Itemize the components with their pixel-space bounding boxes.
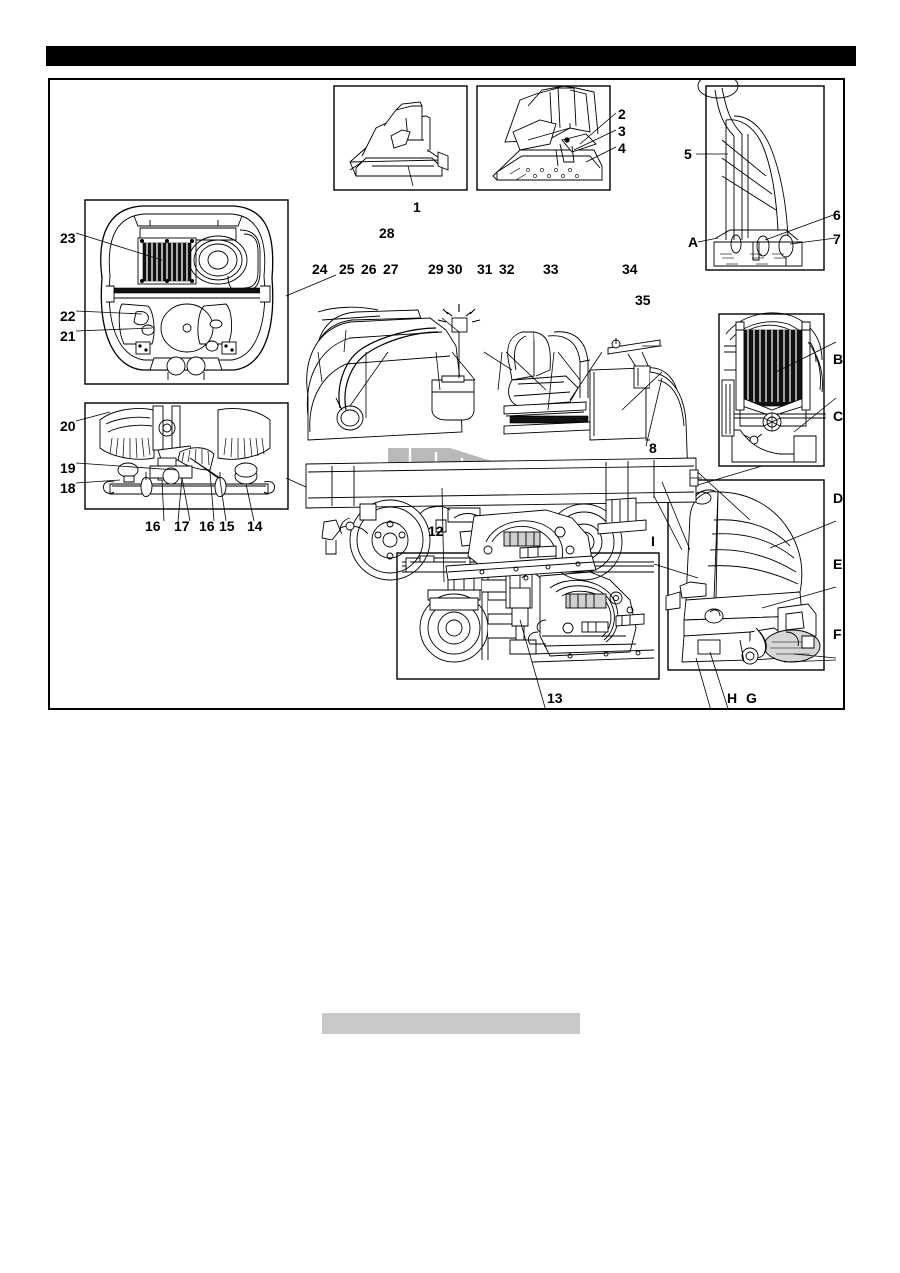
callout-label-H: H bbox=[727, 690, 738, 706]
callout-label-5: 5 bbox=[684, 146, 692, 162]
panel-seat-rail-inset bbox=[333, 85, 468, 191]
callout-label-21: 21 bbox=[60, 328, 76, 344]
callout-label-13: 13 bbox=[547, 690, 563, 706]
callout-label-4: 4 bbox=[618, 140, 626, 156]
callout-label-18: 18 bbox=[60, 480, 76, 496]
diagram-frame bbox=[48, 78, 845, 710]
callout-label-26: 26 bbox=[361, 261, 377, 277]
panel-machine-rear-inset bbox=[653, 431, 837, 708]
callout-label-12: 12 bbox=[428, 523, 444, 539]
callout-label-33: 33 bbox=[543, 261, 559, 277]
callout-label-23: 23 bbox=[60, 230, 76, 246]
panel-tank-top-inset bbox=[75, 199, 337, 385]
callout-label-32: 32 bbox=[499, 261, 515, 277]
diagram-canvas bbox=[75, 80, 837, 708]
callout-label-16-right: 16 bbox=[199, 518, 215, 534]
callout-label-E: E bbox=[833, 556, 843, 572]
panel-radiator-inset bbox=[653, 312, 837, 499]
callout-label-20: 20 bbox=[60, 418, 76, 434]
callout-label-3: 3 bbox=[618, 123, 626, 139]
callout-label-27: 27 bbox=[383, 261, 399, 277]
callout-label-16-left: 16 bbox=[145, 518, 161, 534]
panel-steering-column-inset bbox=[696, 80, 837, 271]
callout-label-25: 25 bbox=[339, 261, 355, 277]
callout-label-8: 8 bbox=[649, 440, 657, 456]
callout-label-30: 30 bbox=[447, 261, 463, 277]
callout-label-7: 7 bbox=[833, 231, 841, 247]
footer-placeholder-bar bbox=[322, 1013, 580, 1034]
callout-label-F: F bbox=[833, 626, 842, 642]
panel-seat-adjust-inset bbox=[476, 85, 617, 191]
callout-label-2: 2 bbox=[618, 106, 626, 122]
main-machine-side-view bbox=[305, 304, 702, 583]
callout-label-C: C bbox=[833, 408, 844, 424]
callout-label-24: 24 bbox=[312, 261, 328, 277]
callout-label-22: 22 bbox=[60, 308, 76, 324]
callout-label-B: B bbox=[833, 351, 844, 367]
callout-label-A: A bbox=[688, 234, 699, 250]
header-black-bar bbox=[46, 46, 856, 66]
callout-label-31: 31 bbox=[477, 261, 493, 277]
panel-brush-head-inset bbox=[75, 402, 331, 522]
callout-label-6: 6 bbox=[833, 207, 841, 223]
callout-label-1: 1 bbox=[413, 199, 421, 215]
callout-label-29: 29 bbox=[428, 261, 444, 277]
callout-label-14: 14 bbox=[247, 518, 263, 534]
panel-undercarriage-inset bbox=[396, 552, 660, 708]
callout-label-15: 15 bbox=[219, 518, 235, 534]
callout-label-17: 17 bbox=[174, 518, 190, 534]
callout-label-19: 19 bbox=[60, 460, 76, 476]
callout-label-28: 28 bbox=[379, 225, 395, 241]
callout-label-34: 34 bbox=[622, 261, 638, 277]
callout-label-G: G bbox=[746, 690, 757, 706]
callout-label-D: D bbox=[833, 490, 844, 506]
callout-label-I: I bbox=[651, 533, 655, 549]
callout-label-35: 35 bbox=[635, 292, 651, 308]
